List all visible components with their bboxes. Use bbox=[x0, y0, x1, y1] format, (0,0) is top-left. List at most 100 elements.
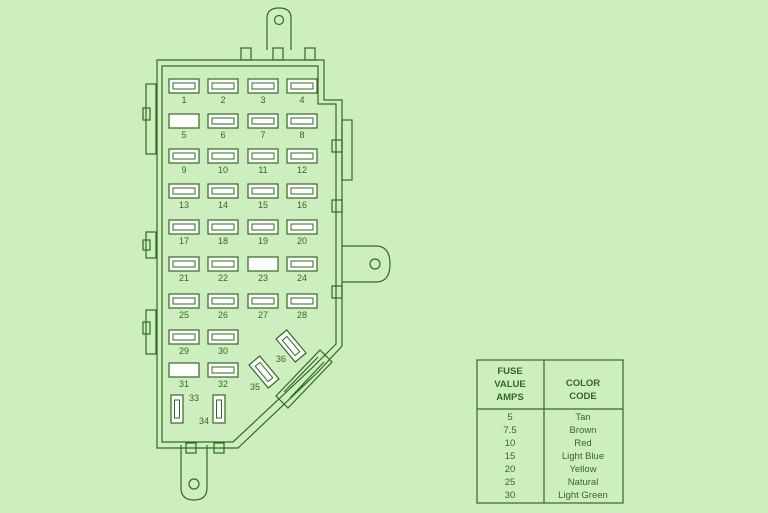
fuse-7-element bbox=[251, 117, 275, 125]
fuse-21-element bbox=[172, 260, 196, 268]
fuse-10: 10 bbox=[207, 148, 239, 175]
fuse-33: 33 bbox=[170, 393, 199, 424]
fuse-5: 5 bbox=[168, 113, 200, 140]
fuse-11: 11 bbox=[247, 148, 279, 175]
fuse-1: 1 bbox=[168, 78, 200, 105]
fuse-25-element bbox=[172, 297, 196, 305]
fuse-23-label: 23 bbox=[258, 273, 268, 283]
fuse-16-label: 16 bbox=[297, 200, 307, 210]
fuse-35: 35 bbox=[248, 355, 280, 392]
fuse-36-label: 36 bbox=[276, 354, 286, 364]
fuse-22: 22 bbox=[207, 256, 239, 283]
fuse-7-label: 7 bbox=[260, 130, 265, 140]
legend-color-brown: Brown bbox=[570, 425, 597, 436]
fuse-25-label: 25 bbox=[179, 310, 189, 320]
fuse-3-label: 3 bbox=[260, 95, 265, 105]
fuse-6: 6 bbox=[207, 113, 239, 140]
fuse-23-body bbox=[247, 256, 279, 272]
fuse-15: 15 bbox=[247, 183, 279, 210]
fuse-3: 3 bbox=[247, 78, 279, 105]
legend-header-amps: AMPS bbox=[496, 392, 523, 403]
fuse-8-label: 8 bbox=[299, 130, 304, 140]
fuse-9: 9 bbox=[168, 148, 200, 175]
fuse-30: 30 bbox=[207, 329, 239, 356]
fuse-24-label: 24 bbox=[297, 273, 307, 283]
fuse-19: 19 bbox=[247, 219, 279, 246]
fuse-28: 28 bbox=[286, 293, 318, 320]
fuse-20: 20 bbox=[286, 219, 318, 246]
fuse-1-element bbox=[172, 82, 196, 90]
fuse-13-element bbox=[172, 187, 196, 195]
fuse-19-element bbox=[251, 223, 275, 231]
fuse-20-element bbox=[290, 223, 314, 231]
fuse-14-label: 14 bbox=[218, 200, 228, 210]
fuse-33-element bbox=[174, 399, 180, 419]
fuse-28-label: 28 bbox=[297, 310, 307, 320]
fuse-box-outline bbox=[142, 7, 391, 501]
fuse-36-element bbox=[281, 335, 301, 357]
fuse-26-element bbox=[211, 297, 235, 305]
fuse-35-label: 35 bbox=[250, 382, 260, 392]
fuse-17: 17 bbox=[168, 219, 200, 246]
fuse-31: 31 bbox=[168, 362, 200, 389]
fuse-14-element bbox=[211, 187, 235, 195]
legend-amps-30: 30 bbox=[505, 490, 516, 501]
fuse-33-body bbox=[170, 394, 184, 424]
fuse-29: 29 bbox=[168, 329, 200, 356]
fuse-17-label: 17 bbox=[179, 236, 189, 246]
fuse-16: 16 bbox=[286, 183, 318, 210]
fuse-34-label: 34 bbox=[199, 416, 209, 426]
fuse-10-element bbox=[211, 152, 235, 160]
fuse-35-body bbox=[248, 355, 280, 389]
legend-color-red: Red bbox=[574, 438, 591, 449]
fuse-18: 18 bbox=[207, 219, 239, 246]
fuse-20-label: 20 bbox=[297, 236, 307, 246]
fuse-15-label: 15 bbox=[258, 200, 268, 210]
fuse-9-element bbox=[172, 152, 196, 160]
fuse-9-label: 9 bbox=[181, 165, 186, 175]
fuse-5-body bbox=[168, 113, 200, 129]
fuse-3-element bbox=[251, 82, 275, 90]
fuse-12-label: 12 bbox=[297, 165, 307, 175]
fuse-34-element bbox=[216, 399, 222, 419]
fuse-16-element bbox=[290, 187, 314, 195]
legend-color-yellow: Yellow bbox=[569, 464, 596, 475]
fuse-1-label: 1 bbox=[181, 95, 186, 105]
fuse-36-body bbox=[275, 329, 307, 363]
legend-amps-25: 25 bbox=[505, 477, 516, 488]
fuse-32: 32 bbox=[207, 362, 239, 389]
fuse-18-label: 18 bbox=[218, 236, 228, 246]
fuse-35-element bbox=[254, 361, 274, 383]
fuse-13-label: 13 bbox=[179, 200, 189, 210]
legend-header-color: COLOR bbox=[566, 378, 600, 389]
legend-amps-7-5: 7.5 bbox=[503, 425, 516, 436]
legend-color-light-green: Light Green bbox=[558, 490, 608, 501]
fuse-4-label: 4 bbox=[299, 95, 304, 105]
legend-header-code: CODE bbox=[569, 391, 596, 402]
fuse-24-element bbox=[290, 260, 314, 268]
fuse-11-label: 11 bbox=[258, 165, 267, 175]
fuse-13: 13 bbox=[168, 183, 200, 210]
fuse-8-element bbox=[290, 117, 314, 125]
fuse-10-label: 10 bbox=[218, 165, 228, 175]
fuse-6-element bbox=[211, 117, 235, 125]
fuse-17-element bbox=[172, 223, 196, 231]
fuse-23: 23 bbox=[247, 256, 279, 283]
fuse-34-body bbox=[212, 394, 226, 424]
legend-color-natural: Natural bbox=[568, 477, 599, 488]
fuse-12-element bbox=[290, 152, 314, 160]
fuse-32-element bbox=[211, 366, 235, 374]
fuse-27: 27 bbox=[247, 293, 279, 320]
fuse-33-label: 33 bbox=[189, 393, 199, 403]
fuse-2-element bbox=[211, 82, 235, 90]
fuse-15-element bbox=[251, 187, 275, 195]
fuse-4: 4 bbox=[286, 78, 318, 105]
fuse-31-body bbox=[168, 362, 200, 378]
legend-amps-5: 5 bbox=[507, 412, 512, 423]
fuse-27-element bbox=[251, 297, 275, 305]
fuse-12: 12 bbox=[286, 148, 318, 175]
fuse-2-label: 2 bbox=[220, 95, 225, 105]
fuse-21: 21 bbox=[168, 256, 200, 283]
